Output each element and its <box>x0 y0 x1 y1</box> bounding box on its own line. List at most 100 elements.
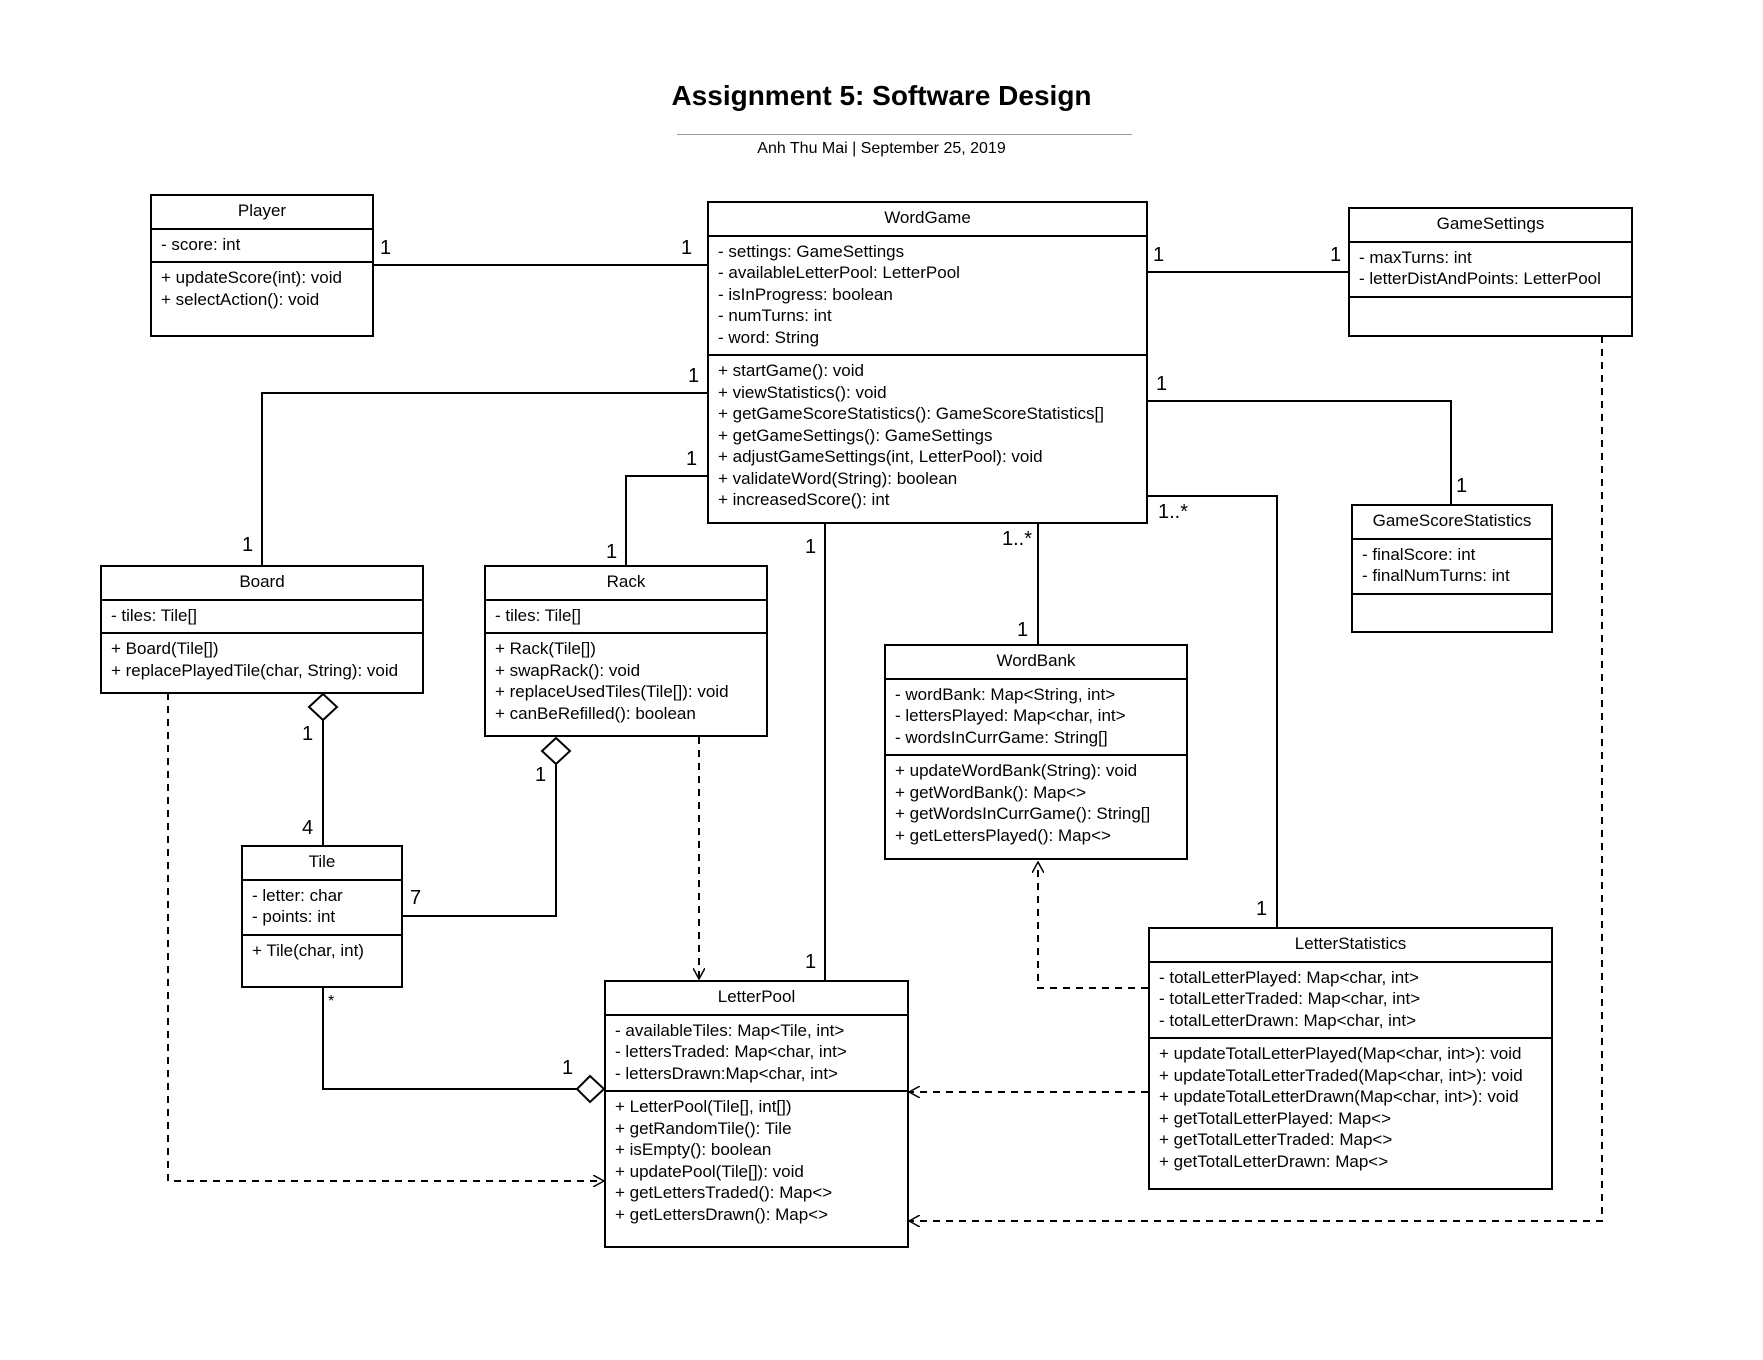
multiplicity-label: 1 <box>805 951 817 973</box>
attribute: - lettersPlayed: Map<char, int> <box>895 706 1126 725</box>
class-letterpool-name: LetterPool <box>606 982 907 1016</box>
operation: + startGame(): void <box>718 361 864 380</box>
class-wordbank-attributes: - wordBank: Map<String, int> - lettersPl… <box>886 680 1186 756</box>
attribute: - tiles: Tile[] <box>495 605 581 625</box>
attribute: - wordsInCurrGame: String[] <box>895 727 1108 747</box>
multiplicity-label: 1..* <box>1158 501 1189 523</box>
operation: + canBeRefilled(): boolean <box>495 703 696 723</box>
operation: + updateTotalLetterDrawn(Map<char, int>)… <box>1159 1087 1519 1106</box>
attribute: - lettersTraded: Map<char, int> <box>615 1042 847 1061</box>
aggregation-letterpool-tile <box>322 988 577 1090</box>
diagram-title: Assignment 5: Software Design <box>671 80 1092 111</box>
attribute: - tiles: Tile[] <box>111 605 197 625</box>
multiplicity-label: 1 <box>1153 244 1165 266</box>
operation: + isEmpty(): boolean <box>615 1140 772 1159</box>
attribute: - totalLetterPlayed: Map<char, int> <box>1159 967 1419 987</box>
class-rack-name: Rack <box>486 567 766 601</box>
class-wordbank[interactable]: WordBank - wordBank: Map<String, int> - … <box>884 644 1188 860</box>
attribute: - numTurns: int <box>718 306 832 325</box>
assoc-wordgame-board <box>261 392 707 565</box>
class-tile-operations: + Tile(char, int) <box>243 936 401 968</box>
operation: + updateTotalLetterTraded(Map<char, int>… <box>1159 1065 1523 1085</box>
multiplicity-label: 1 <box>1256 898 1268 920</box>
operation: + replacePlayedTile(char, String): void <box>111 660 399 680</box>
class-wordgame[interactable]: WordGame - settings: GameSettings - avai… <box>707 201 1148 524</box>
class-letterpool-attributes: - availableTiles: Map<Tile, int> - lette… <box>606 1016 907 1092</box>
class-gamesettings[interactable]: GameSettings - maxTurns: int - letterDis… <box>1348 207 1633 337</box>
attribute: - lettersDrawn:Map<char, int> <box>615 1063 838 1083</box>
class-wordgame-operations: + startGame(): void + viewStatistics(): … <box>709 356 1146 517</box>
multiplicity-label: * <box>328 993 335 1010</box>
multiplicity-label: 1 <box>681 237 693 259</box>
attribute: - score: int <box>161 234 241 254</box>
aggregation-diamond-letterpool <box>575 1074 606 1104</box>
class-letterstatistics-attributes: - totalLetterPlayed: Map<char, int> - to… <box>1150 963 1551 1039</box>
multiplicity-label: 1 <box>1456 475 1468 497</box>
operation: + updateTotalLetterPlayed(Map<char, int>… <box>1159 1044 1522 1063</box>
multiplicity-label: 1 <box>562 1057 574 1079</box>
operation: + getWordBank(): Map<> <box>895 782 1087 802</box>
diagram-subtitle: Anh Thu Mai | September 25, 2019 <box>757 140 1006 157</box>
assoc-wordgame-letterstatistics <box>1146 495 1278 927</box>
attribute: - maxTurns: int <box>1359 247 1472 267</box>
class-letterstatistics-operations: + updateTotalLetterPlayed(Map<char, int>… <box>1150 1039 1551 1178</box>
operation: + updatePool(Tile[]): void <box>615 1161 804 1181</box>
class-board[interactable]: Board - tiles: Tile[] + Board(Tile[]) + … <box>100 565 424 694</box>
attribute: - finalScore: int <box>1362 544 1476 564</box>
class-rack[interactable]: Rack - tiles: Tile[] + Rack(Tile[]) + sw… <box>484 565 768 737</box>
multiplicity-label: 1 <box>686 448 698 470</box>
class-board-operations: + Board(Tile[]) + replacePlayedTile(char… <box>102 634 422 687</box>
class-rack-operations: + Rack(Tile[]) + swapRack(): void + repl… <box>486 634 766 730</box>
class-tile-name: Tile <box>243 847 401 881</box>
operation: + getGameSettings(): GameSettings <box>718 425 993 445</box>
class-letterstatistics[interactable]: LetterStatistics - totalLetterPlayed: Ma… <box>1148 927 1553 1190</box>
multiplicity-label: 1..* <box>1002 528 1033 550</box>
class-wordbank-name: WordBank <box>886 646 1186 680</box>
class-player-name: Player <box>152 196 372 230</box>
operation: + selectAction(): void <box>161 289 320 309</box>
operation: + replaceUsedTiles(Tile[]): void <box>495 682 729 701</box>
class-letterpool[interactable]: LetterPool - availableTiles: Map<Tile, i… <box>604 980 909 1248</box>
operation: + Tile(char, int) <box>252 940 364 960</box>
operation: + getWordsInCurrGame(): String[] <box>895 804 1151 823</box>
title-divider <box>677 134 1132 135</box>
class-gamescorestatistics[interactable]: GameScoreStatistics - finalScore: int - … <box>1351 504 1553 633</box>
multiplicity-label: 7 <box>410 887 422 909</box>
class-tile[interactable]: Tile - letter: char - points: int + Tile… <box>241 845 403 988</box>
attribute: - availableLetterPool: LetterPool <box>718 263 960 282</box>
operation: + getTotalLetterPlayed: Map<> <box>1159 1108 1392 1128</box>
operation: + increasedScore(): int <box>718 490 890 509</box>
attribute: - letterDistAndPoints: LetterPool <box>1359 269 1601 288</box>
class-player[interactable]: Player - score: int + updateScore(int): … <box>150 194 374 337</box>
operation: + Rack(Tile[]) <box>495 639 596 658</box>
operation: + getGameScoreStatistics(): GameScoreSta… <box>718 404 1104 423</box>
operation: + swapRack(): void <box>495 660 641 680</box>
class-letterstatistics-name: LetterStatistics <box>1150 929 1551 963</box>
operation: + getRandomTile(): Tile <box>615 1118 792 1138</box>
class-board-name: Board <box>102 567 422 601</box>
attribute: - totalLetterDrawn: Map<char, int> <box>1159 1010 1417 1030</box>
multiplicity-label: 1 <box>535 764 547 786</box>
dependency-board-letterpool <box>167 693 604 1181</box>
class-gamescorestatistics-name: GameScoreStatistics <box>1353 506 1551 540</box>
operation: + getTotalLetterTraded: Map<> <box>1159 1130 1393 1149</box>
aggregation-rack-tile <box>402 765 557 917</box>
attribute: - settings: GameSettings <box>718 241 905 261</box>
multiplicity-label: 1 <box>688 365 700 387</box>
multiplicity-label: 1 <box>242 534 254 556</box>
class-letterpool-operations: + LetterPool(Tile[], int[]) + getRandomT… <box>606 1092 907 1231</box>
assoc-wordgame-rack <box>625 475 707 565</box>
operation: + getLettersDrawn(): Map<> <box>615 1204 829 1224</box>
class-gamesettings-attributes: - maxTurns: int - letterDistAndPoints: L… <box>1350 243 1631 298</box>
aggregation-diamond-board <box>307 692 339 722</box>
class-wordgame-name: WordGame <box>709 203 1146 237</box>
attribute: - finalNumTurns: int <box>1362 566 1510 585</box>
operation: + updateWordBank(String): void <box>895 761 1138 780</box>
multiplicity-label: 1 <box>1330 244 1342 266</box>
class-gamesettings-operations <box>1350 298 1631 330</box>
operation: + viewStatistics(): void <box>718 382 887 402</box>
operation: + validateWord(String): boolean <box>718 468 958 488</box>
class-tile-attributes: - letter: char - points: int <box>243 881 401 936</box>
assoc-wordgame-gamescorestatistics <box>1146 400 1452 504</box>
